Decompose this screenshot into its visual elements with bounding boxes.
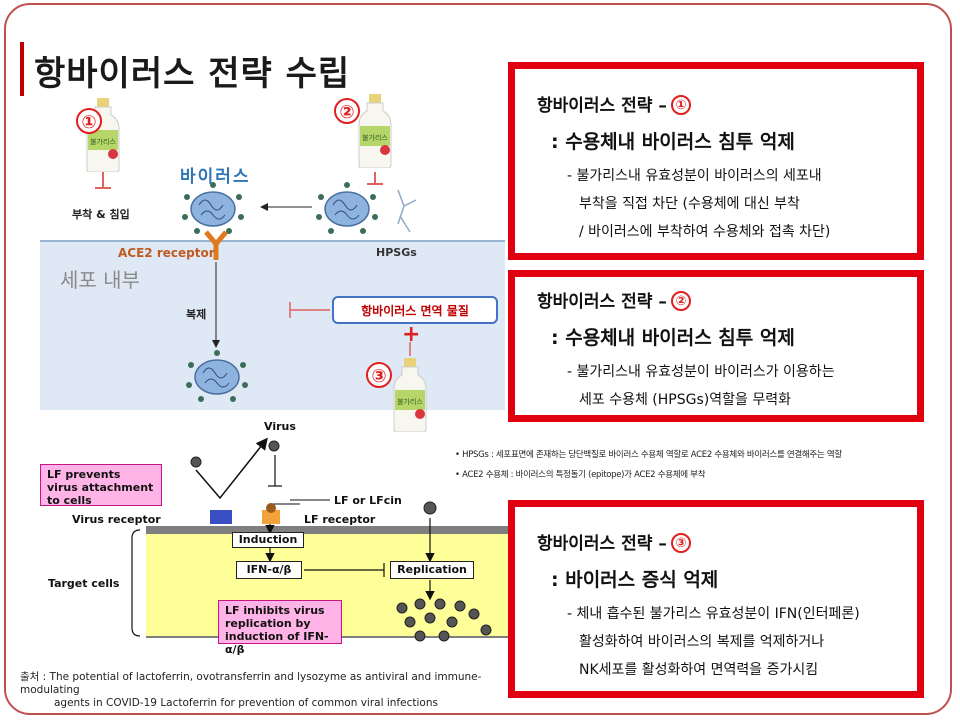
panel-heading: 항바이러스 전략 –② — [537, 287, 691, 312]
target-cells-label: Target cells — [48, 577, 120, 590]
panel-line: 활성화하여 바이러스의 복제를 억제하거나 — [579, 634, 825, 650]
virus-label: 바이러스 — [180, 167, 251, 187]
panel-heading: 항바이러스 전략 –① — [537, 91, 691, 116]
panel-number-badge: ① — [670, 95, 691, 115]
panel-heading: 항바이러스 전략 –③ — [537, 529, 691, 554]
callout-line: LF inhibits virus — [225, 604, 325, 617]
bottle-label-text: 불가리스 — [90, 137, 116, 146]
bulgaris-bottle-1: 불가리스 — [86, 98, 120, 172]
virus-particle-2 — [316, 182, 378, 234]
callout-line: replication by — [225, 617, 311, 630]
plus-sign: + — [402, 322, 421, 347]
virus-receptor-label: Virus receptor — [72, 513, 161, 526]
panel-line: NK세포를 활성화하여 면역력을 증가시킴 — [579, 662, 819, 678]
cell-interior-label: 세포 내부 — [60, 268, 140, 292]
lf-receptor-label: LF receptor — [304, 513, 376, 526]
slide-frame — [4, 3, 952, 715]
antiviral-immune-substance-box: 항바이러스 면역 물질 — [332, 296, 498, 324]
panel-line: / 바이러스에 부착하여 수용체와 접촉 차단) — [579, 224, 831, 240]
page-title: 항바이러스 전략 수립 — [34, 54, 351, 94]
lf-or-lfcin-label: LF or LFcin — [334, 494, 402, 507]
callout-line: to cells — [47, 494, 92, 507]
panel-heading-text: 항바이러스 전략 – — [537, 292, 667, 312]
hpsgs-label: HPSGs — [376, 246, 417, 259]
badge-3: ③ — [366, 362, 392, 388]
callout-line: LF prevents — [47, 468, 121, 481]
source-line-1: 출처 : The potential of lactoferrin, ovotr… — [20, 671, 482, 696]
panel-line: 세포 수용체 (HPSGs)역할을 무력화 — [579, 392, 791, 408]
bulgaris-bottle-2: 불가리스 — [358, 94, 392, 168]
induction-box: Induction — [232, 532, 304, 548]
panel-line: - 불가리스내 유효성분이 바이러스의 세포내 — [567, 168, 822, 184]
source-citation: 출처 : The potential of lactoferrin, ovotr… — [20, 671, 520, 710]
strategy-panel-3: 항바이러스 전략 –③ : 바이러스 증식 억제 - 체내 흡수된 불가리스 유… — [508, 500, 924, 698]
panel-subtitle: : 수용체내 바이러스 침투 억제 — [551, 327, 795, 349]
callout-lf-inhibits: LF inhibits virus replication by inducti… — [218, 600, 342, 656]
strategy-panel-1: 항바이러스 전략 –① : 수용체내 바이러스 침투 억제 - 불가리스내 유효… — [508, 62, 924, 260]
cell-interior-area — [40, 240, 505, 410]
replication-box: Replication — [390, 561, 474, 579]
source-line-2: agents in COVID-19 Lactoferrin for preve… — [54, 697, 438, 709]
virus-particle-3 — [186, 350, 248, 402]
panel-subtitle: : 바이러스 증식 억제 — [551, 569, 719, 591]
title-accent-bar — [20, 42, 24, 96]
replication-label-ko: 복제 — [186, 308, 207, 321]
bottle-label-text: 불가리스 — [397, 397, 423, 406]
block-entry-label: 부착 & 침입 — [72, 208, 130, 221]
panel-line: 부착을 직접 차단 (수용체에 대신 부착 — [579, 196, 800, 212]
virus-label-en: Virus — [264, 420, 296, 433]
strategy-panel-2: 항바이러스 전략 –② : 수용체내 바이러스 침투 억제 - 불가리스내 유효… — [508, 270, 924, 422]
panel-subtitle: : 수용체내 바이러스 침투 억제 — [551, 131, 795, 153]
ifn-box: IFN-α/β — [236, 561, 302, 579]
badge-2: ② — [334, 98, 360, 124]
panel-number-badge: ② — [670, 291, 691, 311]
panel-line: - 불가리스내 유효성분이 바이러스가 이용하는 — [567, 364, 835, 380]
badge-1: ① — [76, 108, 102, 134]
panel-heading-text: 항바이러스 전략 – — [537, 96, 667, 116]
callout-line: induction of IFN-α/β — [225, 630, 329, 656]
bottle-label-text: 불가리스 — [362, 133, 388, 142]
ace2-receptor-label: ACE2 receptor — [118, 246, 215, 260]
callout-lf-prevents: LF prevents virus attachment to cells — [40, 464, 162, 507]
panel-number-badge: ③ — [670, 533, 691, 553]
note-hpsgs: • HPSGs : 세포표면에 존재하는 당단백질로 바이러스 수용체 역할로 … — [455, 450, 842, 460]
note-ace2: • ACE2 수용체 : 바이러스의 특정돌기 (epitope)가 ACE2 … — [455, 470, 706, 480]
callout-line: virus attachment — [47, 481, 154, 494]
bulgaris-bottle-3: 불가리스 — [393, 358, 427, 432]
panel-heading-text: 항바이러스 전략 – — [537, 534, 667, 554]
panel-line: - 체내 흡수된 불가리스 유효성분이 IFN(인터페론) — [567, 606, 860, 622]
virus-particle-1 — [182, 182, 244, 234]
